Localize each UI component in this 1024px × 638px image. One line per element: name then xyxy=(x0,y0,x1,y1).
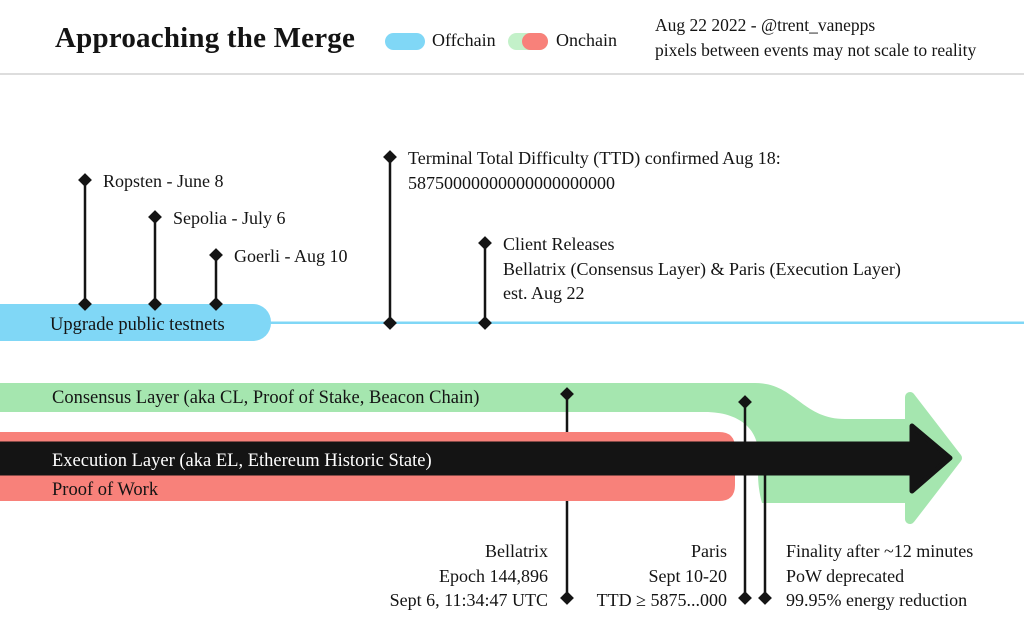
offchain-flow xyxy=(0,304,1024,341)
finality-line3: 99.95% energy reduction xyxy=(786,590,968,610)
offchain-thin-line xyxy=(266,321,1024,324)
ttd-base-diamond xyxy=(383,316,397,330)
sepolia-base-diamond xyxy=(148,297,162,311)
ropsten-diamond xyxy=(78,173,92,187)
offchain-band xyxy=(0,304,271,341)
byline: Aug 22 2022 - @trent_vanepps xyxy=(655,15,876,35)
offchain-legend-label: Offchain xyxy=(432,30,496,50)
ttd-label-line1: Terminal Total Difficulty (TTD) confirme… xyxy=(408,148,781,168)
bellatrix-line1: Bellatrix xyxy=(485,541,548,561)
offchain-band-label: Upgrade public testnets xyxy=(50,315,225,335)
byline-note: Aug 22 2022 - @trent_vanepps pixels betw… xyxy=(655,13,976,63)
sepolia-diamond xyxy=(148,210,162,224)
paris-bottom-diamond xyxy=(738,591,752,605)
onchain-legend-swatch-red-half xyxy=(522,33,548,50)
bellatrix-line3: Sept 6, 11:34:47 UTC xyxy=(389,590,548,610)
finality-line1: Finality after ~12 minutes xyxy=(786,541,974,561)
bellatrix-label: Bellatrix Epoch 144,896 Sept 6, 11:34:47… xyxy=(300,539,548,613)
ttd-label: Terminal Total Difficulty (TTD) confirme… xyxy=(408,146,781,196)
client-releases-line1: Client Releases xyxy=(503,234,615,254)
goerli-base-diamond xyxy=(209,297,223,311)
scale-disclaimer: pixels between events may not scale to r… xyxy=(655,40,977,60)
ropsten-base-diamond xyxy=(78,297,92,311)
finality-label: Finality after ~12 minutes PoW deprecate… xyxy=(786,539,973,613)
client-releases-line2: Bellatrix (Consensus Layer) & Paris (Exe… xyxy=(503,258,901,279)
ttd-value: 58750000000000000000000 xyxy=(408,173,615,193)
goerli-diamond xyxy=(209,248,223,262)
client-releases-line3: est. Aug 22 xyxy=(503,283,585,303)
ropsten-label: Ropsten - June 8 xyxy=(103,171,224,191)
header-divider xyxy=(0,73,1024,75)
onchain-legend-swatch xyxy=(508,33,548,50)
paris-label: Paris Sept 10-20 TTD ≥ 5875...000 xyxy=(527,539,727,613)
ttd-diamond xyxy=(383,150,397,164)
paris-line2: Sept 10-20 xyxy=(648,565,728,586)
offchain-legend-swatch xyxy=(385,33,425,50)
client-releases-diamond xyxy=(478,236,492,250)
bellatrix-line2: Epoch 144,896 xyxy=(439,565,548,586)
execution-band-label: Execution Layer (aka EL, Ethereum Histor… xyxy=(52,451,432,471)
page-title: Approaching the Merge xyxy=(55,22,356,54)
client-releases-base-diamond xyxy=(478,316,492,330)
pow-band-label: Proof of Work xyxy=(52,480,159,500)
paris-line1: Paris xyxy=(691,541,727,561)
onchain-legend-label: Onchain xyxy=(556,30,617,50)
sepolia-label: Sepolia - July 6 xyxy=(173,208,286,228)
finality-line2: PoW deprecated xyxy=(786,565,905,586)
execution-arrow xyxy=(0,423,953,494)
goerli-label: Goerli - Aug 10 xyxy=(234,246,348,266)
client-releases-label: Client Releases Bellatrix (Consensus Lay… xyxy=(503,232,901,306)
paris-line3: TTD ≥ 5875...000 xyxy=(596,590,727,610)
consensus-band xyxy=(0,383,910,503)
consensus-band-label: Consensus Layer (aka CL, Proof of Stake,… xyxy=(52,388,480,408)
finality-bottom-diamond xyxy=(758,591,772,605)
